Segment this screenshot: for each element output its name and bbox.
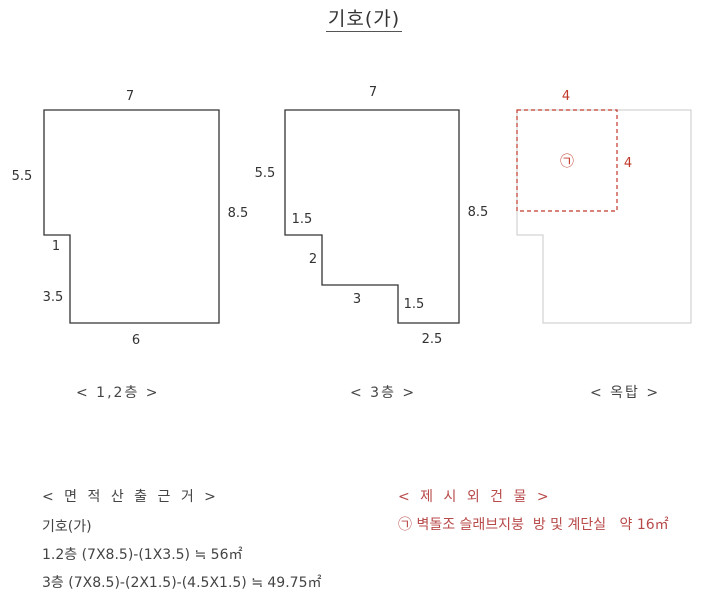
dim-1-top: 7 <box>126 89 134 104</box>
notes-item: ㉠ 벽돌조 슬래브지붕 방 및 계단실 약 16㎡ <box>398 514 669 534</box>
dim-3-step3: 3 <box>353 292 361 307</box>
plan-label-1-2-floor: < 1,2층 > <box>76 385 160 401</box>
dim-1-left-lower: 3.5 <box>43 290 64 305</box>
plan-outline-1-2-floor <box>43 109 220 324</box>
dim-1-notch: 1 <box>52 239 60 254</box>
dim-3-bottom: 2.5 <box>422 332 443 347</box>
notes-marker: ㉠ <box>398 517 412 533</box>
notes-item-text: 벽돌조 슬래브지붕 방 및 계단실 약 16㎡ <box>416 517 669 533</box>
dim-3-step4: 1.5 <box>404 297 425 312</box>
dim-rooftop-right: 4 <box>624 156 632 171</box>
dim-3-top: 7 <box>369 85 377 100</box>
calc-heading: < 면 적 산 출 근 거 > <box>42 489 219 505</box>
dim-rooftop-top: 4 <box>562 89 570 104</box>
page-title: 기호(가) <box>325 8 403 32</box>
plan-label-rooftop: < 옥탑 > <box>590 385 661 401</box>
plan-outline-rooftop-ghost <box>516 109 692 324</box>
calc-line-1-2-floor: 1.2층 (7X8.5)-(1X3.5) ≒ 56㎡ <box>42 547 243 563</box>
rooftop-structure-dashed <box>516 109 618 212</box>
rooftop-marker: ㉠ <box>560 154 574 170</box>
dim-1-bottom: 6 <box>132 333 140 348</box>
notes-heading: < 제 시 외 건 물 > <box>398 489 552 505</box>
dim-3-left-upper: 5.5 <box>255 166 276 181</box>
dim-1-right: 8.5 <box>228 206 249 221</box>
plan-outline-3-floor <box>284 109 460 324</box>
dim-3-step1: 1.5 <box>292 212 313 227</box>
calc-line-3-floor: 3층 (7X8.5)-(2X1.5)-(4.5X1.5) ≒ 49.75㎡ <box>42 575 322 591</box>
dim-1-left-upper: 5.5 <box>12 169 33 184</box>
dim-3-right: 8.5 <box>468 205 489 220</box>
dim-3-step2: 2 <box>309 252 317 267</box>
plan-label-3-floor: < 3층 > <box>350 385 417 401</box>
calc-symbol: 기호(가) <box>42 519 92 535</box>
